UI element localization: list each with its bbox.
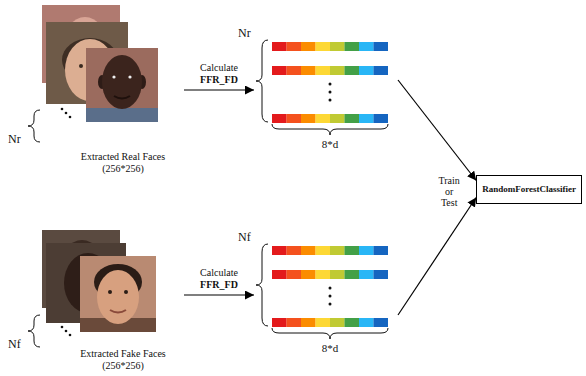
dimension-label: 8*d — [272, 138, 388, 150]
feature-vectors — [256, 40, 388, 135]
flow-arrow — [398, 80, 476, 181]
face-caption: Extracted Fake Faces (256*256) — [70, 348, 176, 372]
count-label: Nr — [8, 132, 21, 146]
feature-vectors — [256, 244, 388, 339]
count-label: Nr — [238, 26, 251, 40]
classifier-name: RandomForestClassifier — [482, 184, 576, 195]
face-stack: Extracted Fake Faces (256*256) — [40, 228, 184, 374]
edge-label: Calculate FFR_FD — [189, 267, 249, 291]
feature-matrix: 8*d — [254, 240, 398, 358]
count-label: Nf — [238, 230, 251, 244]
edge-label: Calculate FFR_FD — [189, 62, 249, 86]
face-stack: Extracted Real Faces (256*256) — [40, 5, 184, 173]
classifier-box: RandomForestClassifier — [476, 175, 582, 204]
real-face-stack — [28, 5, 158, 142]
flow-arrow — [184, 89, 254, 90]
flow-note: Train or Test — [436, 175, 462, 208]
dimension-label: 8*d — [272, 342, 388, 354]
feature-matrix: 8*d — [254, 36, 398, 154]
face-caption: Extracted Real Faces (256*256) — [70, 151, 176, 175]
flow-arrow — [184, 294, 254, 295]
flow-arrow — [398, 198, 476, 316]
count-label: Nf — [8, 337, 21, 351]
fake-face-stack — [28, 230, 156, 347]
